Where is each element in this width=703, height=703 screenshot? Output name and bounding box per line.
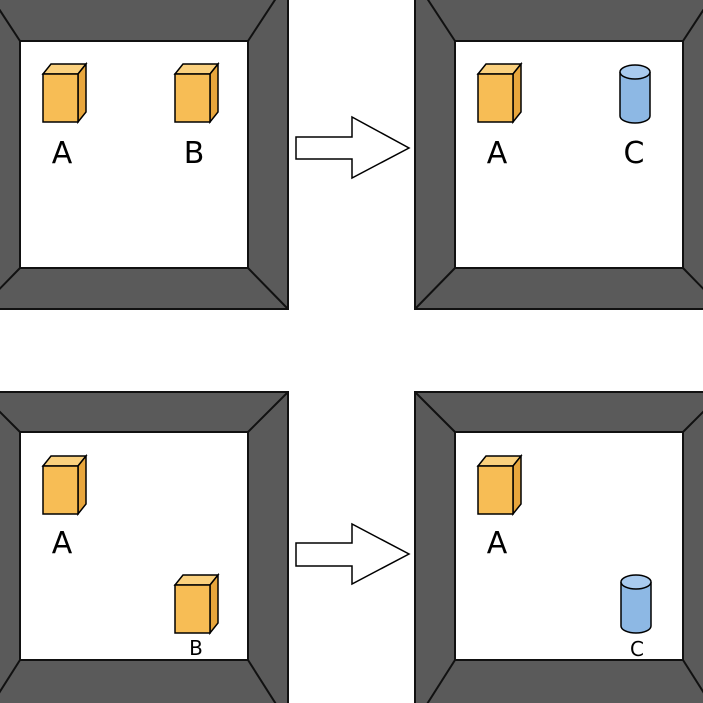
object-label-c: C <box>630 637 644 661</box>
box-icon-b <box>173 572 220 636</box>
cylinder-top <box>619 64 651 80</box>
box-icon-a <box>41 453 88 517</box>
object-label-a: A <box>487 526 508 561</box>
cylinder-icon-c <box>619 64 651 124</box>
room-corner-line <box>247 659 277 703</box>
room-corner-line <box>682 8 703 42</box>
box-side-face <box>209 61 219 125</box>
box-front-face <box>174 73 211 123</box>
box-front-face <box>477 73 514 123</box>
room-corner-line <box>682 267 703 290</box>
room-corner-line <box>682 410 703 433</box>
cylinder-body <box>619 72 651 124</box>
arrow-right-icon <box>295 522 411 586</box>
box-front-face <box>42 465 79 515</box>
room-corner-line <box>247 0 277 42</box>
object-label-b: B <box>184 136 205 171</box>
box-front-face <box>477 465 514 515</box>
room-corner-line <box>0 267 21 290</box>
room-corner-line <box>682 659 703 694</box>
object-label-b: B <box>189 636 203 660</box>
box-icon-a <box>476 61 523 125</box>
box-icon-b <box>173 61 220 125</box>
room-scene2-after: A C <box>414 391 703 703</box>
box-side-face <box>512 61 522 125</box>
cylinder-top <box>620 574 652 590</box>
room-corner-line <box>0 659 21 694</box>
box-icon-a <box>476 453 523 517</box>
room-corner-line <box>0 410 21 433</box>
object-label-a: A <box>487 136 508 171</box>
box-side-face <box>512 453 522 517</box>
object-label-c: C <box>624 136 645 171</box>
room-corner-line <box>426 659 456 703</box>
arrow-right-icon <box>295 115 411 180</box>
cylinder-icon-c <box>620 574 652 634</box>
room-corner-line <box>247 267 289 310</box>
room-corner-line <box>0 8 21 42</box>
room-corner-line <box>414 391 456 433</box>
room-corner-line <box>247 391 289 433</box>
box-side-face <box>77 453 87 517</box>
room-scene2-before: A B <box>0 391 289 703</box>
box-icon-a <box>41 61 88 125</box>
object-label-a: A <box>52 526 73 561</box>
box-front-face <box>174 584 211 634</box>
room-scene1-before: A B <box>0 0 289 310</box>
box-front-face <box>42 73 79 123</box>
box-side-face <box>209 572 219 636</box>
box-side-face <box>77 61 87 125</box>
cylinder-body <box>620 582 652 634</box>
room-scene1-after: A C <box>414 0 703 310</box>
room-corner-line <box>414 267 456 310</box>
object-label-a: A <box>52 136 73 171</box>
room-corner-line <box>426 0 456 42</box>
